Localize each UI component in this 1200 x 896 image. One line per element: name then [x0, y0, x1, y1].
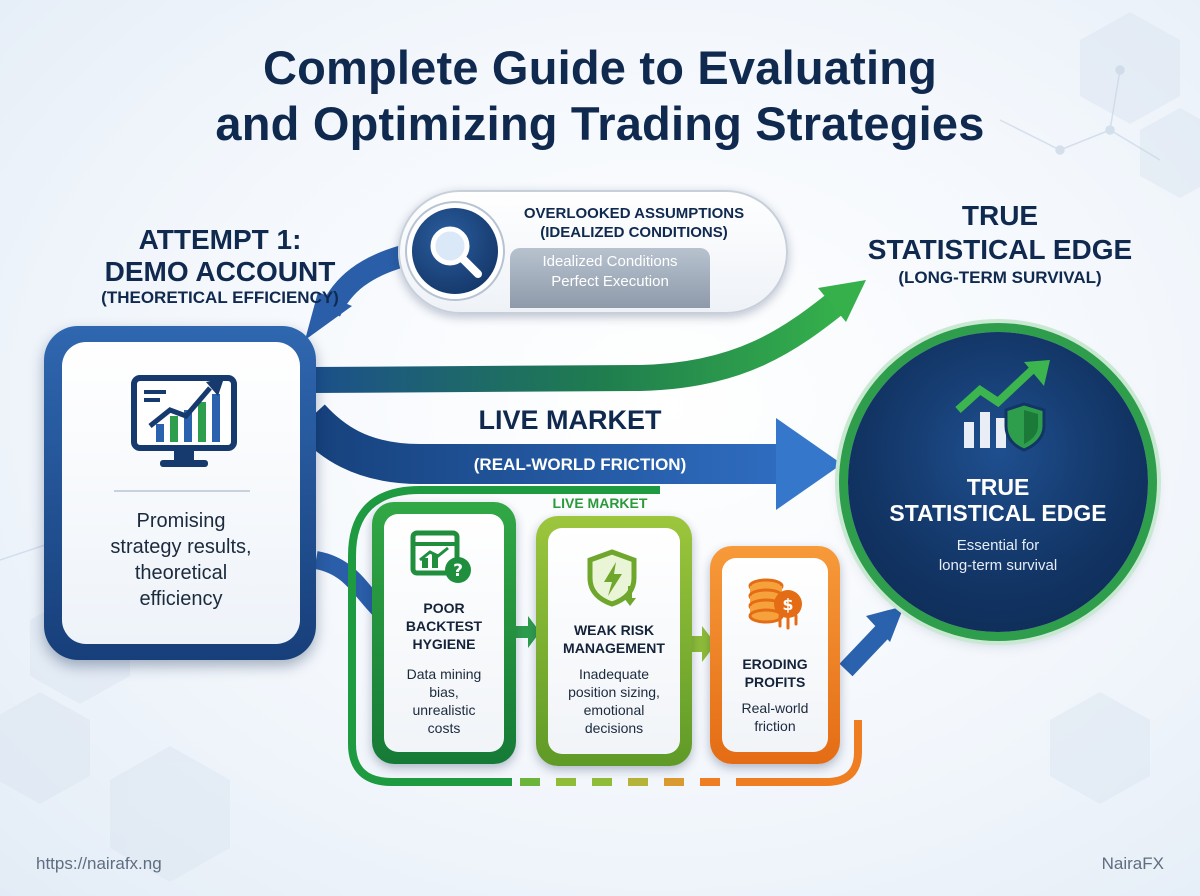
footer-brand: NairaFX [1101, 854, 1164, 873]
svg-text:$: $ [782, 595, 793, 614]
shield-bolt-icon [587, 549, 637, 607]
step1-body-line4: costs [427, 720, 461, 736]
arrow-live-market [295, 404, 780, 484]
step3-heading-line2: PROFITS [744, 674, 806, 690]
svg-text:?: ? [453, 561, 463, 581]
edge-heading-line1: TRUE [961, 200, 1039, 231]
real-world-friction-label: (REAL-WORLD FRICTION) [473, 455, 687, 474]
edge-circle-sub2: long-term survival [938, 557, 1058, 574]
edge-heading-caption: (LONG-TERM SURVIVAL) [898, 268, 1102, 287]
statistical-edge-circle [848, 332, 1148, 632]
assumptions-content: OVERLOOKED ASSUMPTIONS (IDEALIZED CONDIT… [398, 190, 788, 314]
footer-url[interactable]: https://nairafx.ng [36, 854, 162, 873]
assumptions-sub2: Perfect Execution [551, 273, 669, 290]
step3-body-line1: Real-world [741, 700, 809, 716]
step1-body-line2: bias, [429, 684, 459, 700]
arrow-live-market-head [776, 418, 842, 510]
step2-body-line4: decisions [584, 720, 644, 736]
arrow-demo-to-edge-head [818, 280, 866, 322]
step1-heading-line3: HYGIENE [412, 636, 476, 652]
assumptions-title: OVERLOOKED ASSUMPTIONS [523, 205, 745, 222]
live-market-bracket [348, 486, 610, 786]
demo-text-line1: Promising [136, 510, 226, 532]
step3-heading-line1: ERODING [742, 656, 808, 672]
assumptions-caption: (IDEALIZED CONDITIONS) [540, 224, 728, 241]
demo-text-line3: theoretical [134, 562, 228, 584]
edge-circle-sub1: Essential for [956, 537, 1040, 554]
page-title-line1: Complete Guide to Evaluating [262, 41, 938, 94]
edge-circle-title1: TRUE [966, 474, 1030, 500]
edge-circle-title2: STATISTICAL EDGE [889, 500, 1107, 526]
demo-text-line2: strategy results, [110, 536, 252, 558]
chart-question-icon: ? [410, 530, 471, 583]
demo-divider [114, 490, 250, 492]
coins-dollar-icon: $ [748, 578, 802, 630]
live-market-box-label: LIVE MARKET [552, 495, 648, 511]
demo-text-line4: efficiency [139, 588, 223, 610]
step2-body-line3: emotional [583, 702, 645, 718]
arrow-step2-to-step3 [692, 626, 716, 662]
step2-heading-line1: WEAK RISK [573, 622, 655, 638]
step2-body-line2: position sizing, [568, 684, 660, 700]
step1-body-line3: unrealistic [412, 702, 476, 718]
growth-shield-icon [955, 360, 1050, 452]
step2-body-line1: Inadequate [578, 666, 650, 682]
arrow-demo-to-edge [309, 289, 849, 393]
step2-heading-line2: MANAGEMENT [563, 640, 665, 656]
attempt-subheading: DEMO ACCOUNT [104, 256, 336, 287]
magnifier-icon [412, 208, 498, 294]
live-market-label: LIVE MARKET [478, 405, 662, 435]
assumptions-tab: Idealized Conditions Perfect Execution [510, 248, 710, 308]
arrow-profits-to-edge [839, 623, 891, 677]
attempt-heading: ATTEMPT 1: [138, 224, 302, 255]
assumptions-sub1: Idealized Conditions [542, 253, 678, 270]
step1-heading-line2: BACKTEST [405, 618, 483, 634]
edge-heading-line2: STATISTICAL EDGE [867, 234, 1133, 265]
monitor-chart-icon [131, 375, 237, 467]
page-title-line2: and Optimizing Trading Strategies [215, 97, 985, 150]
arrow-step1-to-step2 [516, 616, 540, 648]
arrow-profits-to-edge-head [866, 606, 904, 642]
arrow-assumptions-to-demo-head [305, 292, 352, 340]
dashed-connector [520, 720, 862, 786]
attempt-caption: (THEORETICAL EFFICIENCY) [101, 288, 339, 307]
step1-body-line1: Data mining [406, 666, 482, 682]
step1-heading-line1: POOR [423, 600, 465, 616]
step3-body-line2: friction [754, 718, 796, 734]
